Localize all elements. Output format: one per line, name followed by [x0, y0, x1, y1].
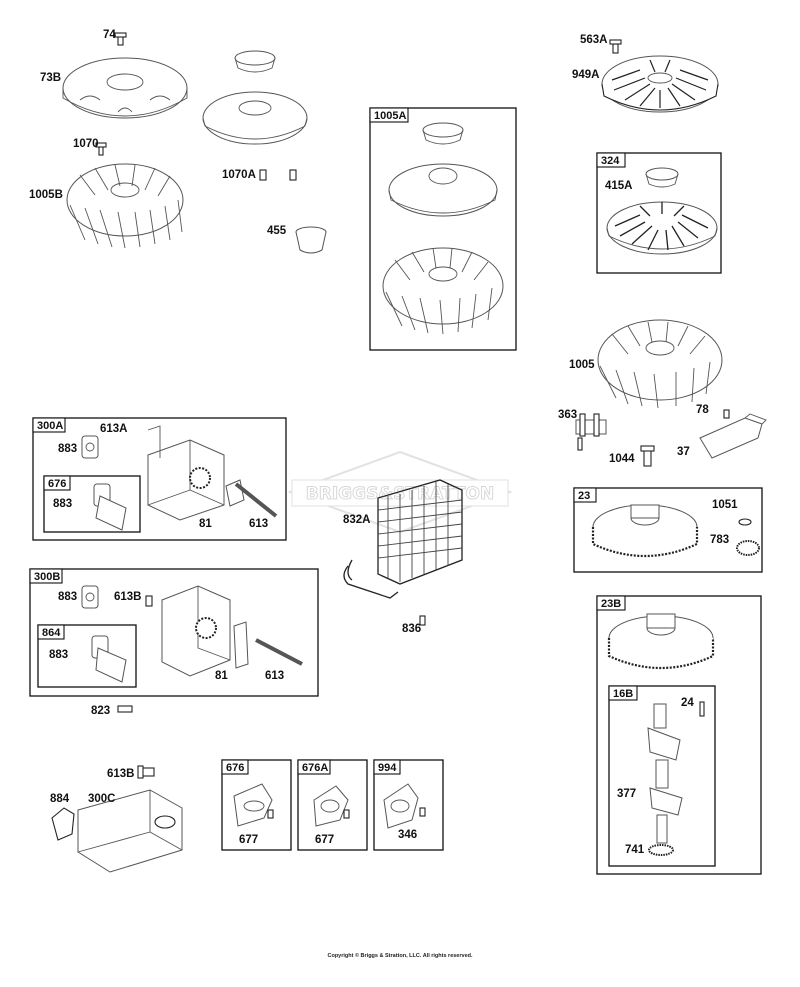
label-363: 363: [558, 409, 577, 421]
part-300a-muffler: [81, 425, 278, 531]
label-300b-613: 613: [265, 670, 284, 682]
label-24: 24: [681, 697, 694, 709]
part-1005b-fan: [66, 163, 184, 249]
box-324: [596, 152, 722, 274]
label-1005: 1005: [569, 359, 595, 371]
label-563a: 563A: [580, 34, 608, 46]
box-1005a: [369, 107, 517, 351]
part-324-assembly: [606, 167, 718, 255]
box-label-16b: 16B: [613, 688, 633, 700]
box-label-300b: 300B: [34, 571, 60, 583]
box-994: [373, 759, 444, 851]
label-1070a: 1070A: [222, 169, 256, 181]
box-16b: [608, 685, 716, 867]
part-73b-cover: [62, 57, 188, 119]
part-563a-screw: [609, 39, 622, 54]
label-300c: 300C: [88, 793, 116, 805]
box-label-23: 23: [578, 490, 590, 502]
part-16b-crankshaft: [647, 701, 705, 856]
part-labels: 74 73B 1070 1005B 1070A 455 563A 949A 41…: [29, 29, 738, 856]
label-300a-613: 613: [249, 518, 268, 530]
part-949a-screen: [601, 55, 719, 113]
part-832a-heat-shield: [343, 479, 463, 599]
box-label-300a: 300A: [37, 420, 63, 432]
box-676-inner: [43, 475, 141, 533]
box-label-23b: 23B: [601, 598, 621, 610]
label-676a-677: 677: [315, 834, 334, 846]
label-300b-883: 883: [58, 591, 77, 603]
part-1070a-fasteners: [259, 169, 297, 181]
part-37-baffle: [699, 413, 767, 459]
part-23-flywheel: [591, 504, 760, 558]
box-label-676-inner: 676: [48, 478, 66, 490]
label-676-883: 883: [53, 498, 72, 510]
label-78: 78: [696, 404, 709, 416]
label-73b: 73B: [40, 72, 61, 84]
label-864-883: 883: [49, 649, 68, 661]
part-363-bracket: [575, 413, 607, 451]
label-300b-81: 81: [215, 670, 228, 682]
part-1005a-assembly: [382, 122, 504, 335]
part-676a-flange: [313, 785, 350, 827]
label-455: 455: [267, 225, 287, 237]
part-300b-muffler: [81, 585, 303, 683]
label-1044: 1044: [609, 453, 635, 465]
label-676-677: 677: [239, 834, 258, 846]
label-836: 836: [402, 623, 421, 635]
label-823: 823: [91, 705, 110, 717]
label-613a: 613A: [100, 423, 128, 435]
label-300a-81: 81: [199, 518, 212, 530]
label-1005b: 1005B: [29, 189, 63, 201]
box-864: [37, 624, 137, 688]
part-613b-screw: [137, 765, 155, 779]
part-884-clip: [51, 807, 75, 841]
box-label-1005a: 1005A: [374, 110, 406, 122]
part-455-cup: [295, 226, 327, 254]
part-1070-screw: [95, 142, 107, 156]
label-37: 37: [677, 446, 690, 458]
part-836-screw: [419, 615, 426, 626]
box-label-676a: 676A: [302, 762, 328, 774]
label-74: 74: [103, 29, 116, 41]
part-676-flange: [233, 783, 274, 827]
label-415a: 415A: [605, 180, 633, 192]
label-1070: 1070: [73, 138, 99, 150]
part-74-screw: [114, 32, 127, 46]
part-1044-screw: [640, 445, 655, 467]
part-unlabeled-cover: [202, 50, 308, 145]
box-23: [573, 487, 763, 573]
label-346: 346: [398, 829, 417, 841]
part-300c-muffler: [77, 789, 183, 873]
label-1051: 1051: [712, 499, 738, 511]
box-676a: [297, 759, 368, 851]
box-label-676: 676: [226, 762, 244, 774]
part-994-flange: [383, 783, 426, 829]
part-78-screw: [723, 409, 730, 419]
label-300a-883: 883: [58, 443, 77, 455]
label-949a: 949A: [572, 69, 600, 81]
label-884: 884: [50, 793, 70, 805]
box-300a: [32, 417, 287, 541]
part-23b-flywheel: [607, 613, 715, 670]
part-1005-fan: [597, 319, 723, 409]
copyright-footer: Copyright © Briggs & Stratton, LLC. All …: [327, 952, 473, 959]
label-741: 741: [625, 844, 645, 856]
box-300b: [29, 568, 319, 697]
label-832a: 832A: [343, 514, 371, 526]
label-613b-inner: 613B: [114, 591, 142, 603]
part-823-screw: [117, 705, 133, 713]
label-377: 377: [617, 788, 636, 800]
box-23b: [596, 595, 762, 875]
box-label-994: 994: [378, 762, 397, 774]
box-676: [221, 759, 292, 851]
box-label-864: 864: [42, 627, 61, 639]
box-label-324: 324: [601, 155, 620, 167]
label-613b: 613B: [107, 768, 135, 780]
label-783: 783: [710, 534, 729, 546]
